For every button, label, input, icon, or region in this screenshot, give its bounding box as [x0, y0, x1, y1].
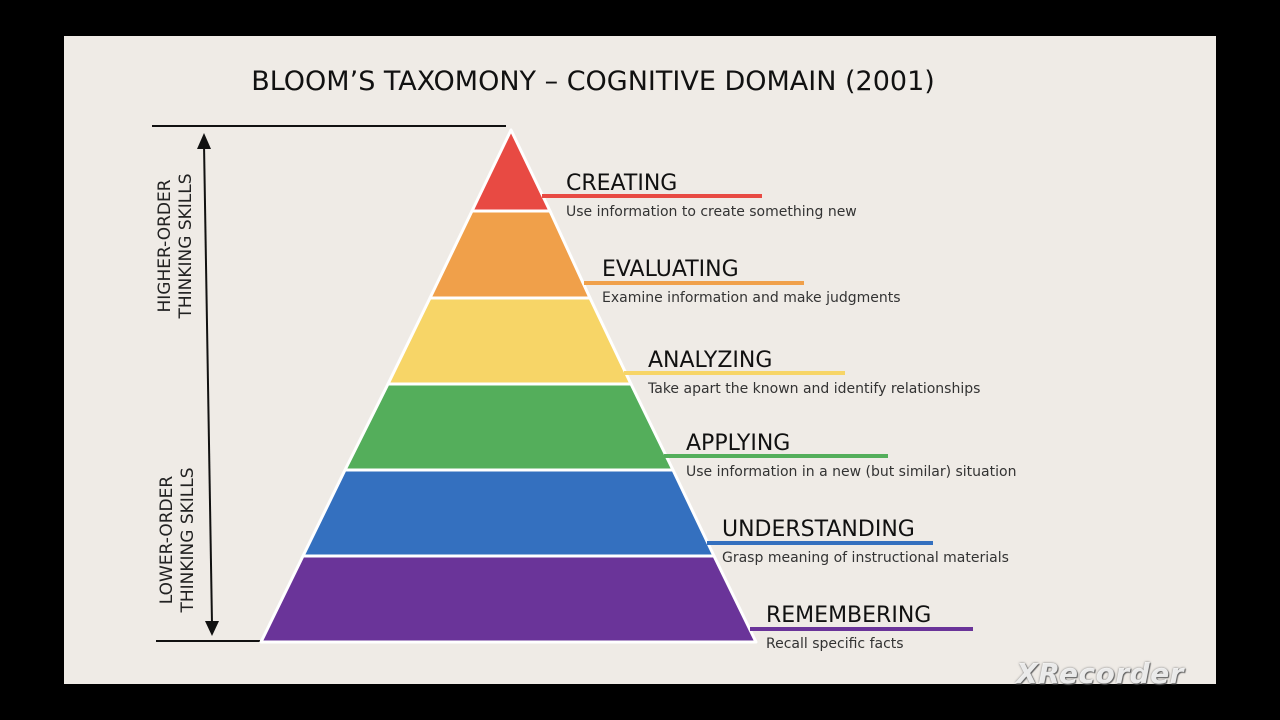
tier-understanding [301, 468, 716, 558]
level-name-evaluating: EVALUATING [602, 257, 739, 282]
underline-evaluating [584, 281, 804, 285]
level-name-analyzing: ANALYZING [648, 348, 772, 373]
underline-remembering [750, 627, 973, 631]
tier-applying [343, 382, 675, 472]
level-desc-creating: Use information to create something new [566, 204, 857, 220]
lower-order-line2: THINKING SKILLS [178, 467, 198, 613]
level-name-understanding: UNDERSTANDING [722, 517, 915, 542]
underline-understanding [707, 541, 933, 545]
bloom-diagram: BLOOM’S TAXOMONY – COGNITIVE DOMAIN (200… [152, 66, 1016, 652]
level-analyzing: ANALYZING Take apart the known and ident… [386, 296, 980, 397]
level-desc-analyzing: Take apart the known and identify relati… [647, 381, 980, 397]
slide: BLOOM’S TAXOMONY – COGNITIVE DOMAIN (200… [64, 36, 1216, 684]
underline-applying [664, 454, 888, 458]
higher-order-label: HIGHER-ORDER THINKING SKILLS [155, 173, 196, 319]
tier-remembering [259, 554, 758, 644]
higher-order-line2: THINKING SKILLS [176, 173, 196, 319]
level-remembering: REMEMBERING Recall specific facts [259, 554, 973, 652]
level-creating: CREATING Use information to create somet… [470, 128, 857, 220]
level-applying: APPLYING Use information in a new (but s… [343, 382, 1016, 480]
tier-evaluating [428, 209, 592, 300]
arrow-up-icon [197, 133, 211, 149]
diagram-title: BLOOM’S TAXOMONY – COGNITIVE DOMAIN (200… [251, 66, 935, 97]
arrow-down-icon [205, 621, 219, 636]
xrecorder-watermark: XRecorder [1016, 657, 1184, 690]
underline-creating [542, 194, 762, 198]
level-desc-evaluating: Examine information and make judgments [602, 290, 901, 306]
level-name-creating: CREATING [566, 171, 677, 196]
level-evaluating: EVALUATING Examine information and make … [428, 209, 901, 306]
level-name-applying: APPLYING [686, 431, 790, 456]
underline-analyzing [624, 371, 845, 375]
level-desc-remembering: Recall specific facts [766, 636, 904, 652]
level-desc-applying: Use information in a new (but similar) s… [686, 464, 1016, 480]
level-name-remembering: REMEMBERING [766, 603, 931, 628]
higher-order-line1: HIGHER-ORDER [155, 179, 175, 312]
lower-order-line1: LOWER-ORDER [157, 476, 177, 605]
level-desc-understanding: Grasp meaning of instructional materials [722, 550, 1009, 566]
tier-creating [470, 128, 552, 213]
level-understanding: UNDERSTANDING Grasp meaning of instructi… [301, 468, 1009, 566]
tier-analyzing [386, 296, 633, 386]
scale-arrow-line [203, 143, 213, 625]
lower-order-label: LOWER-ORDER THINKING SKILLS [157, 467, 198, 613]
